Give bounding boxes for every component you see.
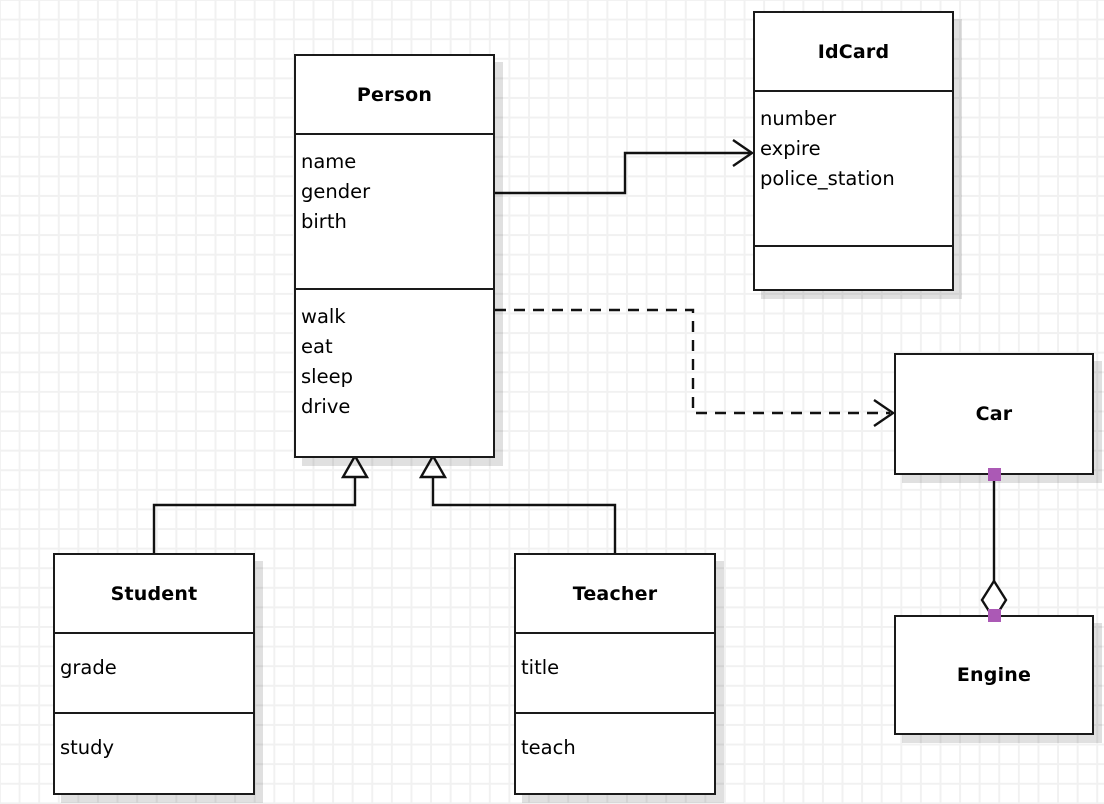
edge-person-idcard[interactable] [495, 139, 755, 195]
class-title-student: Student [55, 555, 253, 632]
edge-car-engine[interactable] [980, 475, 1008, 622]
class-name-student: Student [110, 582, 198, 605]
class-methods-person: walk eat sleep drive [296, 288, 493, 456]
class-title-person: Person [296, 56, 493, 133]
class-box-person[interactable]: Person name gender birth walk eat sleep … [294, 54, 495, 458]
class-attributes-person: name gender birth [296, 133, 493, 288]
class-attributes-student: grade [55, 632, 253, 712]
edge-student-person[interactable] [152, 453, 370, 553]
class-box-teacher[interactable]: Teacher title teach [514, 553, 716, 795]
attribute-item: police_station [760, 167, 895, 190]
class-name-engine: Engine [956, 664, 1032, 686]
attribute-item: number [760, 107, 837, 130]
class-name-car: Car [975, 403, 1013, 425]
class-attributes-idcard: number expire police_station [755, 90, 952, 245]
attribute-item: title [521, 656, 560, 679]
class-box-engine[interactable]: Engine [894, 615, 1094, 735]
class-name-person: Person [356, 83, 433, 106]
class-methods-idcard [755, 245, 952, 289]
class-title-engine: Engine [896, 617, 1092, 733]
class-box-car[interactable]: Car [894, 353, 1094, 475]
class-box-student[interactable]: Student grade study [53, 553, 255, 795]
method-item: eat [301, 335, 333, 358]
method-item: walk [301, 305, 346, 328]
edge-endpoint-handle-engine[interactable] [988, 609, 1001, 622]
class-attributes-teacher: title [516, 632, 714, 712]
class-title-car: Car [896, 355, 1092, 473]
class-name-idcard: IdCard [817, 40, 890, 63]
class-title-teacher: Teacher [516, 555, 714, 632]
method-item: teach [521, 736, 576, 759]
attribute-item: name [301, 150, 357, 173]
edge-person-car[interactable] [495, 308, 896, 427]
attribute-item: birth [301, 210, 347, 233]
attribute-item: grade [60, 656, 117, 679]
attribute-item: expire [760, 137, 821, 160]
method-item: drive [301, 395, 351, 418]
class-methods-student: study [55, 712, 253, 793]
class-box-idcard[interactable]: IdCard number expire police_station [753, 11, 954, 291]
method-item: sleep [301, 365, 353, 388]
class-title-idcard: IdCard [755, 13, 952, 90]
edge-endpoint-handle-car[interactable] [988, 468, 1001, 481]
edge-teacher-person[interactable] [418, 453, 617, 553]
class-name-teacher: Teacher [572, 582, 658, 605]
method-item: study [60, 736, 115, 759]
attribute-item: gender [301, 180, 371, 203]
class-methods-teacher: teach [516, 712, 714, 793]
